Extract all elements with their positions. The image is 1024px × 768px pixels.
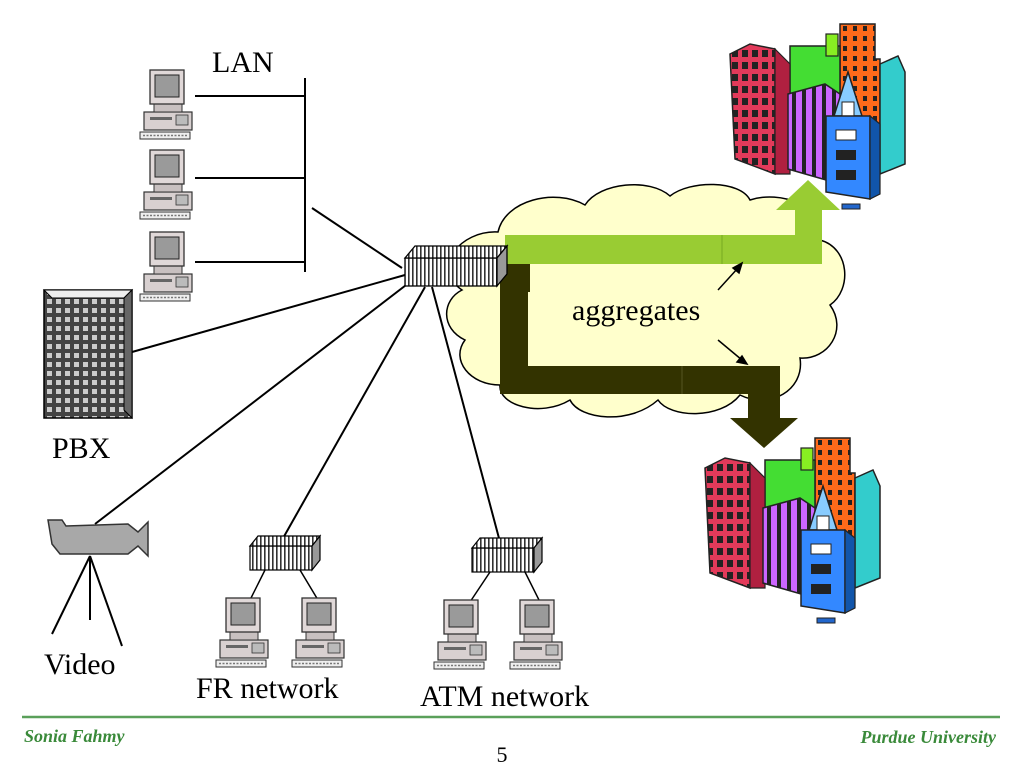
lan-label: LAN (212, 46, 274, 79)
aggregates-pointers (717, 261, 749, 366)
lan-links (195, 78, 306, 272)
video-label: Video (44, 648, 116, 681)
aggregates-label: aggregates (572, 294, 700, 327)
fr-computers (249, 569, 319, 601)
computer-icon (139, 69, 193, 140)
computer-icon (509, 599, 563, 670)
fr-switch-icon (248, 534, 322, 572)
footer-institution: Purdue University (859, 727, 997, 747)
footer-author: Sonia Fahmy (24, 726, 126, 746)
computer-icon (433, 599, 487, 670)
computer-icon (139, 149, 193, 220)
dark-aggregate-arrow (500, 264, 798, 448)
computer-icon (139, 231, 193, 302)
green-aggregate-arrow (505, 180, 840, 264)
switch-links (94, 207, 501, 543)
city-buildings-icon (729, 23, 906, 210)
atm-network-label: ATM network (420, 680, 589, 713)
page-number: 5 (497, 742, 508, 767)
video-camera-icon (47, 519, 149, 647)
atm-computers (469, 571, 541, 603)
central-switch-icon (403, 244, 509, 288)
dark-stub (506, 264, 530, 292)
fr-network-label: FR network (196, 672, 339, 705)
city-buildings-icon (704, 437, 881, 624)
computer-icon (291, 597, 345, 668)
pbx-label: PBX (52, 432, 111, 465)
atm-switch-icon (470, 536, 544, 574)
computer-icon (215, 597, 269, 668)
pbx-icon (42, 288, 134, 420)
